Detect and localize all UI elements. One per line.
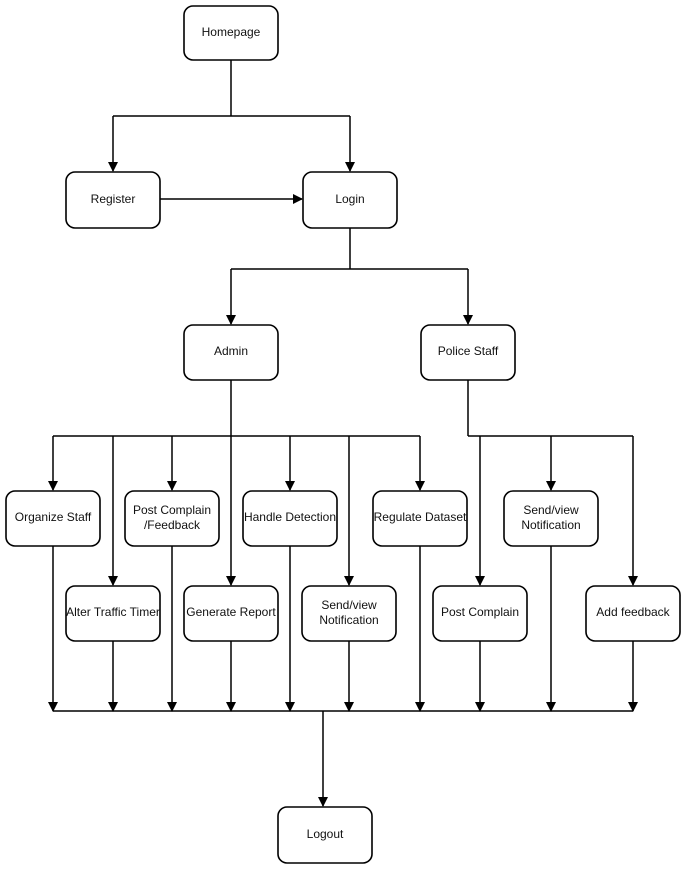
node-homepage-label: Homepage (202, 25, 261, 39)
node-regulate-dataset: Regulate Dataset (372, 490, 468, 547)
node-send-view-notification-admin-line1: Send/view (321, 598, 377, 612)
node-post-complain-label: Post Complain (441, 605, 519, 619)
node-handle-detection-label: Handle Detection (244, 510, 336, 524)
node-add-feedback: Add feedback (585, 585, 681, 642)
node-login: Login (302, 171, 398, 229)
edge-police-bus (467, 380, 633, 437)
node-register-label: Register (91, 192, 136, 206)
node-alter-traffic-timer: Alter Traffic Timer (65, 585, 161, 642)
edge-homepage-split (113, 60, 350, 117)
node-organize-staff: Organize Staff (5, 490, 101, 547)
node-send-view-notification-staff-line2: Notification (521, 518, 580, 532)
node-post-complain: Post Complain (432, 585, 528, 642)
node-post-complain-feedback-label-line1: Post Complain (133, 503, 211, 517)
node-homepage: Homepage (183, 5, 279, 61)
node-generate-report-label: Generate Report (186, 605, 276, 619)
node-login-label: Login (335, 192, 364, 206)
node-organize-staff-label: Organize Staff (15, 510, 92, 524)
node-police-staff: Police Staff (420, 324, 516, 381)
edge-login-split (231, 228, 468, 270)
node-handle-detection: Handle Detection (242, 490, 338, 547)
node-admin-label: Admin (214, 344, 248, 358)
node-send-view-notification-staff: Send/view Notification (503, 490, 599, 547)
node-regulate-dataset-label: Regulate Dataset (374, 510, 467, 524)
node-send-view-notification-admin-line2: Notification (319, 613, 378, 627)
node-send-view-notification-admin: Send/view Notification (301, 585, 397, 642)
connectors (48, 60, 638, 807)
node-police-staff-label: Police Staff (438, 344, 499, 358)
node-admin: Admin (183, 324, 279, 381)
node-post-complain-feedback: Post Complain /Feedback (124, 490, 220, 547)
node-add-feedback-label: Add feedback (596, 605, 670, 619)
node-post-complain-feedback-label-line2: /Feedback (144, 518, 201, 532)
node-register: Register (65, 171, 161, 229)
node-logout: Logout (277, 806, 373, 864)
edge-admin-bus (53, 380, 420, 437)
node-alter-traffic-timer-label: Alter Traffic Timer (66, 605, 160, 619)
node-send-view-notification-staff-line1: Send/view (523, 503, 579, 517)
node-generate-report: Generate Report (183, 585, 279, 642)
node-logout-label: Logout (307, 827, 344, 841)
